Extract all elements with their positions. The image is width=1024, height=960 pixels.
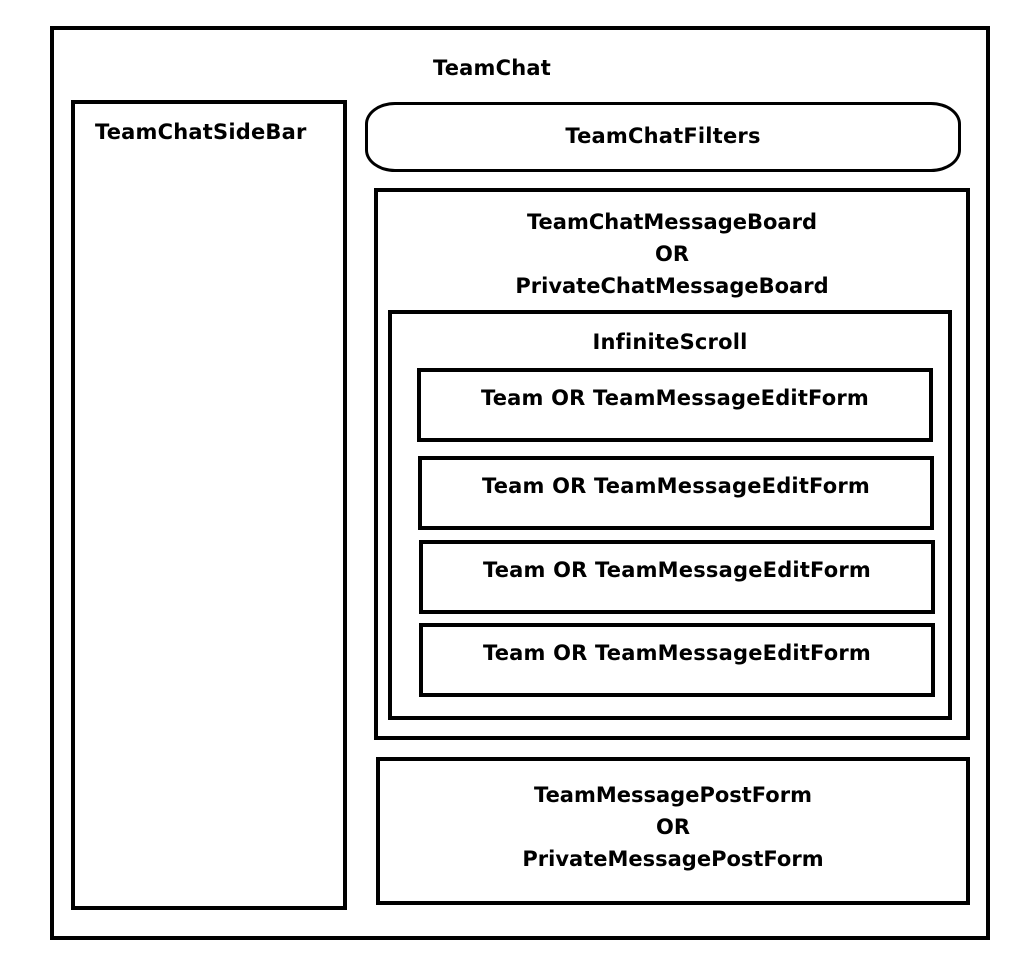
post-form-line-3: PrivateMessagePostForm [522,847,824,871]
filters-box: TeamChatFilters [365,102,961,172]
message-item-label: Team OR TeamMessageEditForm [480,386,870,410]
post-form-line-1: TeamMessagePostForm [534,783,812,807]
post-form-label: TeamMessagePostForm OR PrivateMessagePos… [380,779,966,875]
message-item-label: Team OR TeamMessageEditForm [481,474,871,498]
message-item-label: Team OR TeamMessageEditForm [482,558,872,582]
message-item: Team OR TeamMessageEditForm [419,540,935,614]
infinite-scroll-label: InfiniteScroll [592,330,748,354]
message-board-line-1: TeamChatMessageBoard [527,210,817,234]
sidebar-label: TeamChatSideBar [95,120,307,144]
message-board-label: TeamChatMessageBoard OR PrivateChatMessa… [378,206,966,302]
message-item: Team OR TeamMessageEditForm [418,456,934,530]
message-item-label: Team OR TeamMessageEditForm [482,641,872,665]
post-form-line-2: OR [655,815,691,839]
teamchat-title: TeamChat [433,56,552,80]
message-board-line-3: PrivateChatMessageBoard [515,274,829,298]
message-item: Team OR TeamMessageEditForm [417,368,933,442]
infinite-scroll-box: InfiniteScroll [388,310,952,720]
sidebar-box: TeamChatSideBar [71,100,347,910]
filters-label: TeamChatFilters [565,124,761,148]
teamchat-container [50,26,990,940]
post-form-box: TeamMessagePostForm OR PrivateMessagePos… [376,757,970,905]
message-item: Team OR TeamMessageEditForm [419,623,935,697]
message-board-box: TeamChatMessageBoard OR PrivateChatMessa… [374,188,970,740]
message-board-line-2: OR [654,242,690,266]
